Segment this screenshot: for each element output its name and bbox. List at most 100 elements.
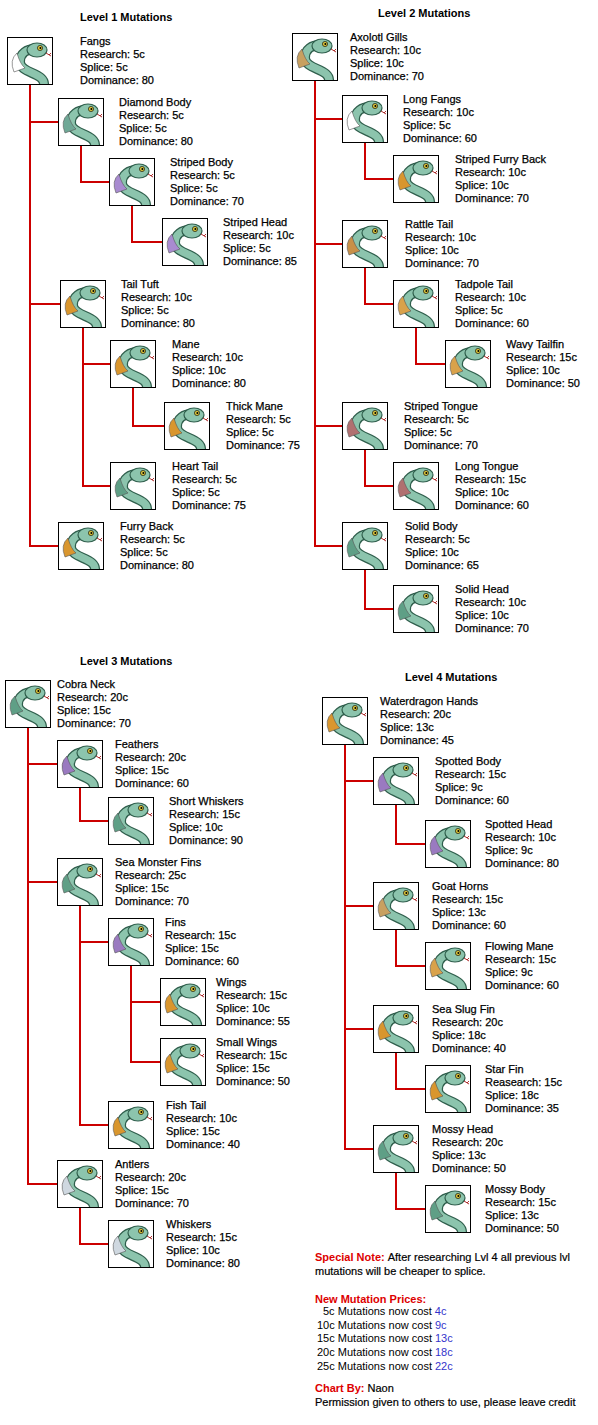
- snake-picture: [430, 1071, 469, 1112]
- dominance-value: Dominance: 70: [115, 895, 201, 908]
- snake-icon: [446, 341, 490, 387]
- mutation-node: Solid HeadResearch: 10cSplice: 10cDomina…: [393, 585, 439, 633]
- mutation-stats: ManeResearch: 10cSplice: 10cDominance: 8…: [172, 338, 246, 390]
- mutation-stats: Mossy BodyResearch: 15cSplice: 13cDomina…: [485, 1183, 559, 1235]
- note-heading: Special Note:: [315, 1251, 385, 1263]
- mutation-node: FinsResearch: 15cSplice: 15cDominance: 6…: [108, 918, 154, 966]
- dominance-value: Dominance: 50: [485, 1222, 559, 1235]
- splice-cost: Splice: 18c: [432, 1029, 506, 1042]
- permission-text: Permission given to others to use, pleas…: [315, 1395, 598, 1409]
- splice-cost: Splice: 5c: [455, 304, 529, 317]
- mutation-stats: FeathersResearch: 20cSplice: 15cDominanc…: [115, 738, 189, 790]
- mutation-stats: Striped TongueResearch: 5cSplice: 5cDomi…: [404, 400, 478, 452]
- mutation-stats: Striped BodyResearch: 5cSplice: 5cDomina…: [170, 156, 244, 208]
- mutation-node: Long TongueResearch: 15cSplice: 10cDomin…: [393, 462, 439, 510]
- mutation-stats: Striped HeadResearch: 10cSplice: 5cDomin…: [223, 216, 297, 268]
- splice-cost: Splice: 5c: [80, 61, 154, 74]
- snake-picture: [347, 528, 386, 569]
- research-cost: Research: 10c: [485, 831, 559, 844]
- snake-picture: [450, 346, 489, 387]
- snake-icon: [394, 586, 438, 632]
- mutation-name: Heart Tail: [172, 460, 246, 473]
- research-cost: Research: 10c: [455, 291, 529, 304]
- research-cost: Research: 15c: [506, 351, 580, 364]
- mutation-node: Striped Furry BackResearch: 10cSplice: 1…: [393, 155, 439, 203]
- splice-cost: Splice: 10c: [455, 486, 529, 499]
- tree-connector: [396, 930, 425, 966]
- dominance-value: Dominance: 60: [432, 919, 506, 932]
- snake-icon: [394, 463, 438, 509]
- splice-cost: Splice: 5c: [120, 546, 194, 559]
- splice-cost: Splice: 9c: [485, 844, 559, 857]
- price-new: 22c: [435, 1360, 453, 1372]
- mutation-stats: WhiskersResearch: 15cSplice: 10cDominanc…: [166, 1218, 240, 1270]
- tree-connector: [416, 328, 445, 364]
- research-cost: Research: 15c: [165, 929, 239, 942]
- mutation-stats: Axolotl GillsResearch: 10cSplice: 10cDom…: [350, 31, 424, 83]
- mutation-node: Solid BodyResearch: 5cSplice: 10cDominan…: [342, 522, 388, 570]
- mutation-stats: Mossy HeadResearch: 20cSplice: 13cDomina…: [432, 1123, 506, 1175]
- mutation-stats: FinsResearch: 15cSplice: 15cDominance: 6…: [165, 916, 239, 968]
- splice-cost: Splice: 5c: [403, 119, 477, 132]
- dominance-value: Dominance: 70: [455, 622, 529, 635]
- price-new: 13c: [435, 1332, 453, 1344]
- snake-picture: [63, 104, 102, 145]
- snake-picture: [398, 286, 437, 327]
- snake-picture: [378, 888, 417, 929]
- mutation-name: Tail Tuft: [121, 278, 195, 291]
- mutation-stats: Furry BackResearch: 5cSplice: 5cDominanc…: [120, 520, 194, 572]
- mutation-node: FeathersResearch: 20cSplice: 15cDominanc…: [57, 740, 103, 788]
- splice-cost: Splice: 5c: [121, 304, 195, 317]
- mutation-node: Short WhiskersResearch: 15cSplice: 10cDo…: [108, 797, 154, 845]
- research-cost: Research: 15c: [169, 808, 244, 821]
- tree-connector: [133, 388, 164, 426]
- mutation-stats: Goat HornsResearch: 15cSplice: 13cDomina…: [432, 880, 506, 932]
- dominance-value: Dominance: 65: [405, 559, 479, 572]
- snake-picture: [65, 286, 104, 327]
- research-cost: Research: 15c: [166, 1231, 240, 1244]
- mutation-stats: Sea Monster FinsResearch: 25cSplice: 15c…: [115, 856, 201, 908]
- dominance-value: Dominance: 80: [121, 317, 195, 330]
- price-row: 25c Mutations now cost22c: [317, 1360, 453, 1373]
- mutation-node: AntlersResearch: 20cSplice: 15cDominance…: [57, 1160, 103, 1208]
- snake-icon: [394, 281, 438, 327]
- mutation-stats: Rattle TailResearch: 10cSplice: 10cDomin…: [405, 218, 479, 270]
- tree-connector: [365, 268, 393, 304]
- section-heading: Level 2 Mutations: [378, 7, 470, 19]
- mutation-name: Thick Mane: [226, 400, 300, 413]
- credit-note: Chart By:NaonPermission given to others …: [315, 1381, 598, 1409]
- section-heading: Level 4 Mutations: [405, 671, 497, 683]
- tree-connector: [345, 745, 373, 906]
- splice-cost: Splice: 18c: [485, 1089, 562, 1102]
- dominance-value: Dominance: 45: [380, 734, 478, 747]
- mutation-node: Axolotl GillsResearch: 10cSplice: 10cDom…: [292, 33, 338, 81]
- mutation-node: Spotted BodyResearch: 15cSplice: 9cDomin…: [373, 757, 419, 805]
- tree-connector: [365, 570, 393, 609]
- research-cost: Research: 10c: [350, 44, 424, 57]
- dominance-value: Dominance: 60: [485, 979, 559, 992]
- snake-icon: [109, 798, 153, 844]
- price-row: 5c Mutations now cost4c: [323, 1305, 446, 1318]
- dominance-value: Dominance: 50: [216, 1075, 290, 1088]
- tree-connector: [80, 1208, 108, 1244]
- mutation-stats: Cobra NeckResearch: 20cSplice: 15cDomina…: [57, 678, 131, 730]
- snake-picture: [169, 408, 208, 449]
- snake-icon: [109, 919, 153, 965]
- mutation-name: Striped Tongue: [404, 400, 478, 413]
- mutation-name: Tadpole Tail: [455, 278, 529, 291]
- snake-icon: [109, 1102, 153, 1148]
- splice-cost: Splice: 10c: [455, 179, 546, 192]
- research-cost: Research: 10c: [403, 106, 477, 119]
- dominance-value: Dominance: 35: [485, 1102, 562, 1115]
- mutation-name: Fins: [165, 916, 239, 929]
- tree-connector: [396, 805, 425, 844]
- mutation-name: Wings: [216, 976, 290, 989]
- mutation-name: Waterdragon Hands: [380, 695, 478, 708]
- tree-connector: [30, 85, 58, 546]
- research-cost: Research: 10c: [405, 231, 479, 244]
- research-cost: Research: 20c: [380, 708, 478, 721]
- snake-picture: [113, 924, 152, 965]
- tree-connector: [131, 966, 160, 1002]
- price-row: 20c Mutations now cost18c: [317, 1346, 453, 1359]
- splice-cost: Splice: 13c: [485, 1209, 559, 1222]
